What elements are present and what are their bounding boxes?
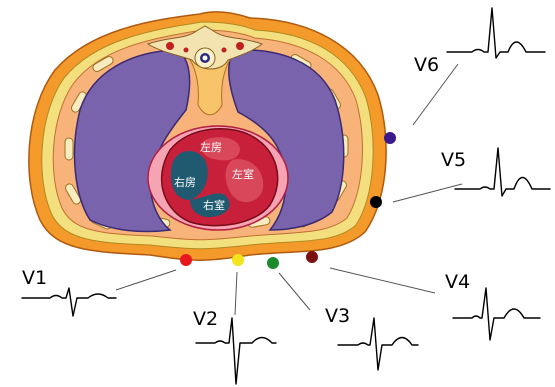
leader-v4 (330, 268, 435, 293)
left-atrium-label: 左房 (200, 141, 222, 154)
ecg-trace-v1 (22, 288, 116, 316)
electrode-v5 (370, 196, 382, 208)
right-ventricle-label: 右室 (203, 198, 225, 212)
thorax-cross-section: 左房 右房 左室 右室 (29, 12, 386, 260)
leader-v3 (279, 273, 310, 310)
lead-label-v4: V4 (445, 271, 470, 293)
electrode-v6 (384, 132, 396, 144)
electrode-v3 (267, 257, 279, 269)
electrode-v1 (180, 254, 192, 266)
lead-label-v2: V2 (193, 308, 218, 330)
right-atrium-label: 右房 (174, 175, 196, 189)
lead-label-v1: V1 (22, 267, 47, 289)
ecg-trace-v6 (447, 8, 545, 58)
lead-label-v6: V6 (414, 54, 439, 76)
lead-label-v5: V5 (441, 149, 466, 171)
electrode-v4 (306, 251, 318, 263)
leader-v5 (393, 184, 462, 202)
left-ventricle-label: 左室 (232, 167, 254, 181)
electrode-v2 (232, 254, 244, 266)
ecg-trace-v4 (453, 288, 540, 340)
ecg-trace-v5 (455, 148, 550, 196)
heart: 左房 右房 左室 右室 (148, 126, 288, 230)
leader-v2 (235, 272, 237, 315)
lead-label-v3: V3 (325, 305, 350, 327)
leader-v1 (116, 270, 176, 290)
